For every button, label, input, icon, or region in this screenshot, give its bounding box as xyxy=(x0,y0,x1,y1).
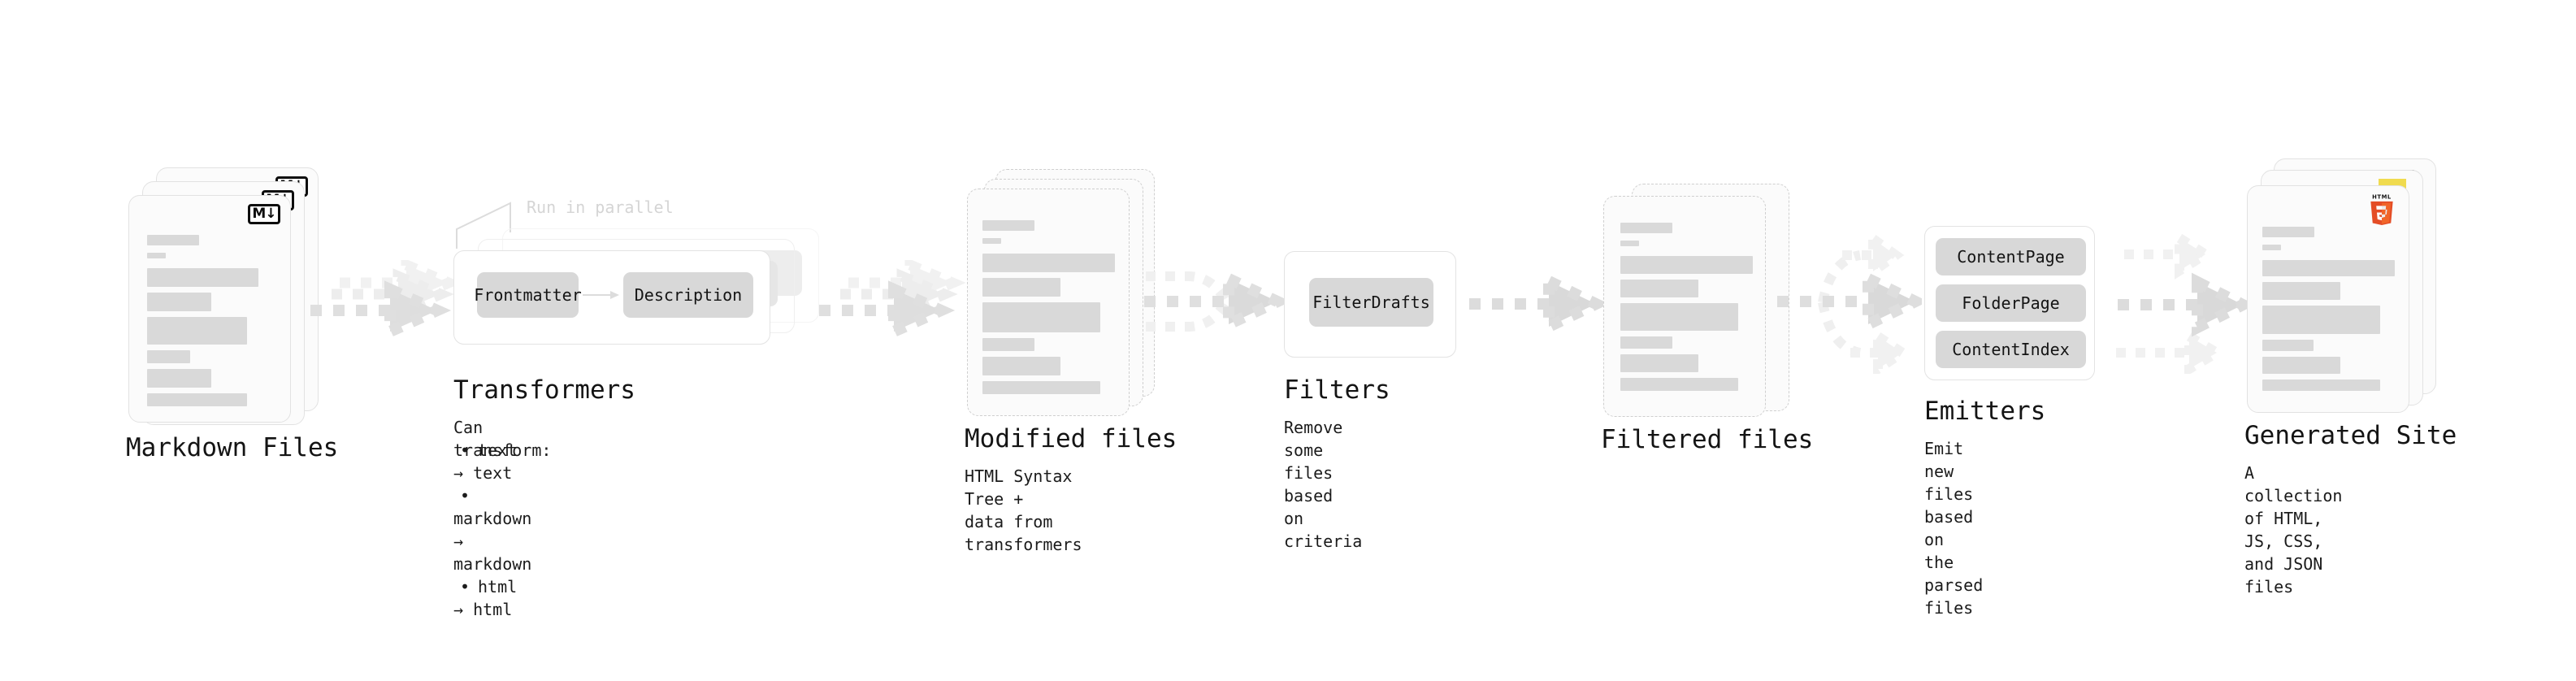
filters-pill-filterdrafts[interactable]: FilterDrafts xyxy=(1309,278,1433,327)
connector-emitters-to-generated xyxy=(2116,229,2256,374)
svg-text:HTML: HTML xyxy=(2372,193,2392,200)
markdown-badge-front: M↓ xyxy=(248,204,280,224)
modified-files-description: HTML Syntax Tree + data from transformer… xyxy=(965,466,1082,554)
modified-card-front xyxy=(967,189,1130,416)
filters-description: Remove some files based on criteria xyxy=(1284,418,1363,551)
modified-files-title: Modified files xyxy=(965,424,1177,453)
emitters-pill-contentpage[interactable]: ContentPage xyxy=(1936,238,2086,275)
connector-markdown-to-transformers xyxy=(310,260,462,340)
transformers-mini-arrow xyxy=(583,291,619,299)
transformers-bullet-1: markdown → markdown xyxy=(453,484,531,575)
markdown-skeleton xyxy=(147,235,275,414)
markdown-files-title: Markdown Files xyxy=(126,433,339,462)
generated-card-front: HTML xyxy=(2247,185,2409,413)
transformers-bullets: text → text markdown → markdown html → h… xyxy=(453,439,531,621)
connector-modified-to-filters xyxy=(1144,270,1288,333)
transformers-pill-description[interactable]: Description xyxy=(623,272,753,318)
generated-site-title: Generated Site xyxy=(2244,421,2457,450)
transformers-bullet-0: text → text xyxy=(453,439,531,484)
transformers-pill-frontmatter[interactable]: Frontmatter xyxy=(474,272,582,318)
generated-site-description: A collection of HTML, JS, CSS, and JSON … xyxy=(2244,463,2343,596)
connector-filtered-to-emitters xyxy=(1777,229,1922,374)
connector-filters-to-filtered xyxy=(1469,276,1605,333)
run-in-parallel-leader xyxy=(456,202,511,249)
emitters-title: Emitters xyxy=(1924,397,2046,426)
run-in-parallel-label: Run in parallel xyxy=(527,197,674,217)
transformers-title: Transformers xyxy=(453,375,635,405)
emitters-box: ContentPage FolderPage ContentIndex xyxy=(1924,226,2095,380)
filters-box: FilterDrafts xyxy=(1284,251,1456,358)
filters-title: Filters xyxy=(1284,375,1390,405)
connector-transformers-to-modified xyxy=(819,260,966,340)
transformers-box-front: Frontmatter Description xyxy=(453,250,770,345)
markdown-card-front: M↓ xyxy=(128,195,291,423)
modified-skeleton xyxy=(982,220,1115,401)
emitters-pill-contentindex[interactable]: ContentIndex xyxy=(1936,331,2086,368)
emitters-description: Emit new files based on the parsed files xyxy=(1924,439,1984,618)
transformers-bullet-2: html → html xyxy=(453,575,531,621)
filtered-card-front xyxy=(1603,196,1766,417)
filtered-files-title: Filtered files xyxy=(1601,425,1814,454)
filtered-skeleton xyxy=(1620,223,1753,398)
html5-icon: HTML xyxy=(2370,193,2393,225)
generated-skeleton xyxy=(2262,227,2395,398)
emitters-pill-folderpage[interactable]: FolderPage xyxy=(1936,284,2086,322)
